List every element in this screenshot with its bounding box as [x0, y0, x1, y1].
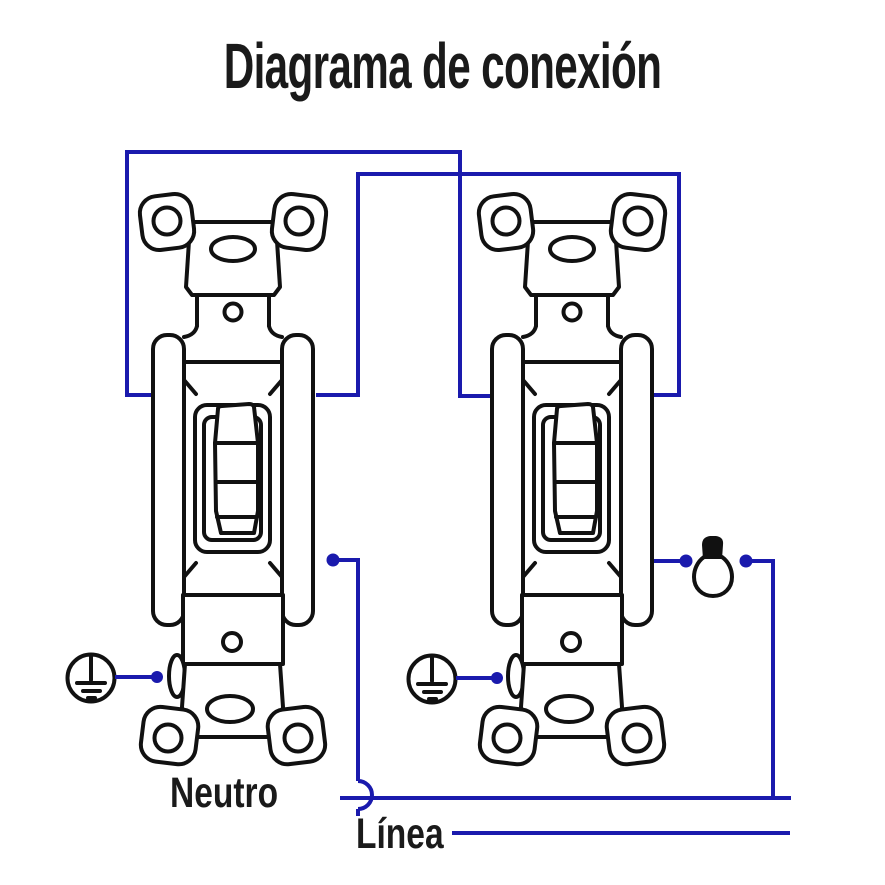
bulb-base	[702, 536, 724, 559]
lamp-wire	[652, 554, 775, 798]
traveler-wire-2	[316, 172, 681, 397]
switch-right	[474, 190, 670, 769]
diagram-title: Diagrama de conexión	[223, 30, 662, 102]
junction-dot	[491, 672, 503, 684]
bulb-glass	[692, 555, 734, 598]
switch-left	[135, 190, 331, 769]
line-wire-switch1	[326, 553, 374, 816]
line-label: Línea	[356, 810, 444, 858]
ground-icon-right	[406, 653, 503, 705]
neutral-label: Neutro	[170, 769, 279, 817]
ground-icon-left	[65, 652, 163, 704]
junction-dot	[679, 554, 693, 568]
line-bus	[340, 796, 791, 835]
junction-dot	[151, 671, 163, 683]
light-bulb-icon	[692, 536, 734, 598]
traveler-wire-1	[125, 150, 490, 398]
wire-hop	[357, 779, 374, 811]
